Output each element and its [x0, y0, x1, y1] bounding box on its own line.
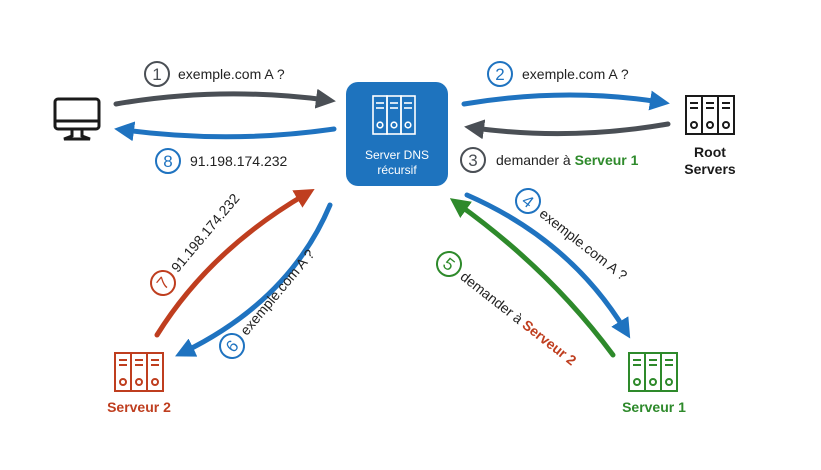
step-text: 91.198.174.232 [190, 153, 288, 169]
step-text: demander à Serveur 1 [496, 152, 639, 168]
step-text: 91.198.174.232 [168, 190, 243, 275]
server-rack-icon [114, 352, 164, 392]
arrow-step-7 [154, 188, 315, 338]
step-number-circle [150, 270, 176, 296]
step-text-highlight: Serveur 2 [519, 317, 579, 369]
arrow-step-1 [113, 88, 336, 109]
step-text: exemple.com A ? [522, 66, 629, 82]
step-number-circle [219, 333, 245, 359]
root-label-line1: Root [694, 144, 726, 160]
step-6-label: 6 exemple.com A ? [219, 246, 318, 359]
step-8-label: 8 91.198.174.232 [155, 148, 288, 174]
server-1-node: Serveur 1 [622, 352, 686, 415]
step-number-circle [144, 61, 170, 87]
step-text: demander à Serveur 2 [457, 268, 579, 368]
step-number: 1 [152, 65, 161, 84]
step-number-circle [515, 188, 541, 214]
step-number-circle [487, 61, 513, 87]
step-number: 7 [153, 274, 174, 293]
arrow-step-8 [114, 121, 337, 142]
server-rack-icon [372, 95, 416, 135]
arrow-step-5 [449, 198, 616, 358]
step-1-label: 1 exemple.com A ? [144, 61, 285, 87]
step-number: 3 [468, 151, 477, 170]
server-1-label: Serveur 1 [622, 399, 686, 415]
arrow-step-4 [464, 192, 631, 339]
step-number-circle [155, 148, 181, 174]
server-rack-icon [628, 352, 678, 392]
step-number: 2 [495, 65, 504, 84]
recursive-dns-server-node: Server DNS récursif [346, 82, 448, 186]
arrow-step-3 [464, 119, 671, 140]
step-number-circle [460, 147, 486, 173]
root-label-line2: Servers [684, 161, 736, 177]
client-computer-icon [53, 97, 101, 141]
step-number: 5 [439, 254, 458, 275]
server-2-node: Serveur 2 [107, 352, 171, 415]
server-2-label: Serveur 2 [107, 399, 171, 415]
step-number-circle [436, 251, 462, 277]
arrow-step-6 [175, 202, 333, 357]
step-2-label: 2 exemple.com A ? [487, 61, 629, 87]
step-text-highlight: Serveur 1 [575, 152, 639, 168]
step-text: exemple.com A ? [178, 66, 285, 82]
step-text-main: demander à [496, 152, 575, 168]
step-number: 8 [163, 152, 172, 171]
step-number: 6 [222, 337, 243, 356]
step-4-label: 4 exemple.com A ? [515, 188, 631, 284]
resolver-label-line2: récursif [377, 163, 417, 177]
arrow-step-2 [461, 90, 670, 111]
server-rack-icon [685, 95, 735, 135]
root-servers-node: Root Servers [684, 95, 736, 177]
step-number: 4 [518, 191, 537, 212]
step-3-label: 3 demander à Serveur 1 [460, 147, 639, 173]
resolver-label-line1: Server DNS [365, 148, 429, 162]
step-text: exemple.com A ? [237, 246, 318, 338]
step-5-label: 5 demander à Serveur 2 [436, 251, 580, 369]
step-text-main: demander à [457, 268, 529, 329]
